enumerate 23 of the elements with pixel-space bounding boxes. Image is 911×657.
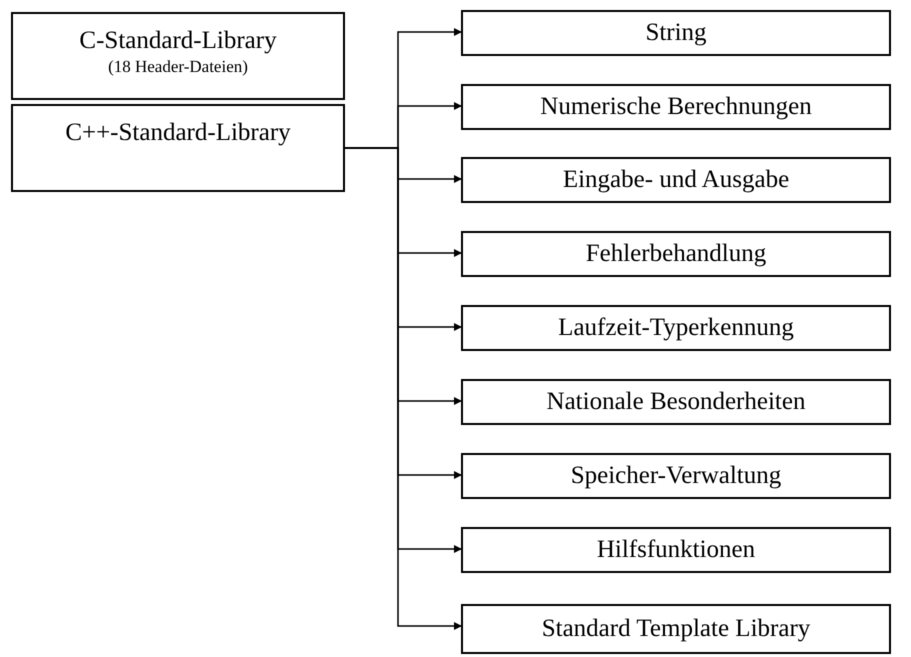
- box-title: Numerische Berechnungen: [540, 92, 812, 122]
- box-title: Hilfsfunktionen: [596, 535, 756, 565]
- library-box: [461, 527, 891, 573]
- box-title: Standard Template Library: [542, 614, 810, 644]
- box-title: Speicher-Verwaltung: [570, 461, 782, 491]
- box-title: C++-Standard-Library: [65, 118, 291, 148]
- library-box: [461, 10, 891, 56]
- library-box: [461, 231, 891, 277]
- library-box: [461, 453, 891, 499]
- box-title: Laufzeit-Typerkennung: [558, 313, 794, 343]
- library-box: [11, 12, 345, 100]
- library-box: [11, 104, 345, 192]
- box-title: Eingabe- und Ausgabe: [562, 165, 790, 195]
- box-title: String: [645, 18, 707, 48]
- library-box: [461, 84, 891, 130]
- library-box: [461, 157, 891, 203]
- library-box: [461, 379, 891, 425]
- box-title: Nationale Besonderheiten: [546, 387, 806, 417]
- library-box: [461, 305, 891, 351]
- box-title: C-Standard-Library: [79, 26, 277, 56]
- box-subtitle: (18 Header-Dateien): [108, 56, 248, 78]
- box-title: Fehlerbehandlung: [586, 239, 766, 269]
- library-box: [461, 604, 891, 654]
